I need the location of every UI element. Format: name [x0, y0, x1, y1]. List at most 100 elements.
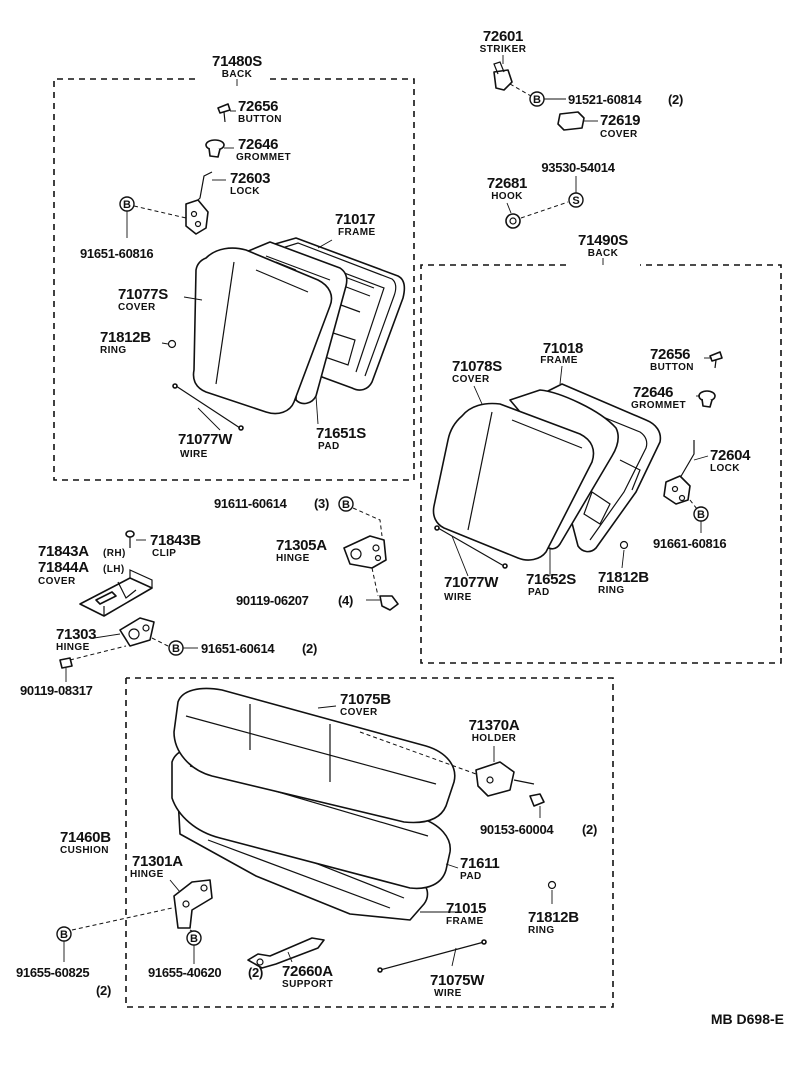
- label-90153-num: 90153-60004: [480, 822, 554, 837]
- left-back-cover: [192, 247, 333, 415]
- label-72603-name: LOCK: [230, 186, 260, 197]
- label-71077s-name: COVER: [118, 302, 156, 313]
- label-72646-l-num: 72646: [238, 136, 278, 153]
- bolt-91611-marker: B: [338, 496, 383, 537]
- label-71303-name: HINGE: [56, 642, 90, 653]
- label-71812b-c-name: RING: [528, 925, 555, 936]
- right-grommet: [698, 390, 716, 408]
- label-71075w-num: 71075W: [430, 972, 485, 989]
- label-72601-name: STRIKER: [480, 44, 527, 55]
- left-button: [217, 103, 231, 123]
- label-91651-60614-qty: (2): [302, 641, 317, 656]
- label-71017-num: 71017: [335, 211, 375, 228]
- label-90119-06207-num: 90119-06207: [236, 593, 309, 608]
- label-71844a-num: 71844A: [38, 559, 89, 576]
- label-71078s-name: COVER: [452, 374, 490, 385]
- label-93530: 93530-54014: [541, 160, 615, 175]
- label-72604-num: 72604: [710, 447, 751, 464]
- label-71075w-name: WIRE: [434, 988, 462, 999]
- cushion-support-part: [247, 937, 325, 969]
- label-71460b-num: 71460B: [60, 829, 111, 846]
- label-71301a-name: HINGE: [130, 869, 164, 880]
- label-91661: 91661-60816: [653, 536, 726, 551]
- label-71843a-num: 71843A: [38, 543, 89, 560]
- bolt-91651-60614-marker: B: [151, 637, 198, 656]
- cushion-wire: [377, 939, 487, 973]
- label-71843a-suffix: (RH): [103, 548, 126, 559]
- label-71077s-num: 71077S: [118, 286, 168, 303]
- label-72646-r-num: 72646: [633, 384, 673, 401]
- label-90119-08317: 90119-08317: [20, 683, 93, 698]
- label-72619-name: COVER: [600, 129, 638, 140]
- right-lock: [663, 440, 695, 505]
- label-72660a-name: SUPPORT: [282, 979, 333, 990]
- label-71460b-name: CUSHION: [60, 845, 109, 856]
- label-72656-r-num: 72656: [650, 346, 690, 363]
- bolt-91521-marker: B: [509, 83, 566, 107]
- label-71844a-name: COVER: [38, 576, 76, 587]
- right-back-cover: [432, 402, 595, 561]
- bolt-symbol: B: [533, 94, 541, 106]
- label-71018-num: 71018: [543, 340, 583, 357]
- left-wire: [172, 383, 244, 431]
- label-91655-60825-num: 91655-60825: [16, 965, 89, 980]
- label-71075b-name: COVER: [340, 707, 378, 718]
- label-72601-num: 72601: [483, 28, 523, 45]
- label-90153-qty: (2): [582, 822, 597, 837]
- label-72646-r-name: GROMMET: [631, 400, 686, 411]
- cushion-holder-part: [475, 746, 535, 797]
- label-71651s-name: PAD: [318, 441, 340, 452]
- cover-72619-part: [557, 111, 598, 131]
- label-91655-40620-num: 91655-40620: [148, 965, 221, 980]
- label-71018-name: FRAME: [540, 355, 578, 366]
- hinge-cover-part: [79, 569, 153, 617]
- label-71077w-l-num: 71077W: [178, 431, 233, 448]
- label-72660a-num: 72660A: [282, 963, 333, 980]
- label-91655-60825-qty: (2): [96, 983, 111, 998]
- label-71017-name: FRAME: [338, 227, 376, 238]
- label-91611-qty: (3): [314, 496, 329, 511]
- bolt-symbol: B: [172, 643, 180, 655]
- label-71812b-c-num: 71812B: [528, 909, 579, 926]
- bolt-91655-60825-marker: B: [56, 907, 173, 962]
- label-71812b-r-num: 71812B: [598, 569, 649, 586]
- label-71370a-name: HOLDER: [472, 733, 517, 744]
- cushion-cover: [173, 687, 456, 824]
- bolt-symbol: B: [123, 199, 131, 211]
- hinge-71305-part: [343, 535, 387, 569]
- group-box-left-back: [53, 78, 415, 481]
- left-ring: [167, 339, 177, 349]
- label-91651-60816: 91651-60816: [80, 246, 153, 261]
- label-71077w-r-num: 71077W: [444, 574, 499, 591]
- label-72604-name: LOCK: [710, 463, 740, 474]
- label-71651s-num: 71651S: [316, 425, 366, 442]
- bolt-symbol: B: [60, 929, 68, 941]
- label-71305a-name: HINGE: [276, 553, 310, 564]
- label-71844a-suffix: (LH): [103, 564, 125, 575]
- label-71480s-name: BACK: [222, 69, 253, 80]
- label-71303-num: 71303: [56, 626, 96, 643]
- cushion-holder-bolt: [529, 793, 545, 818]
- group-box-cushion: [125, 677, 614, 1008]
- label-91655-40620-qty: (2): [248, 965, 263, 980]
- left-lock: [185, 171, 213, 235]
- label-72619-num: 72619: [600, 112, 640, 129]
- label-91611-num: 91611-60614: [214, 496, 288, 511]
- right-leader-lines: [451, 357, 712, 577]
- right-ring: [619, 540, 629, 550]
- label-90119-06207-qty: (4): [338, 593, 353, 608]
- label-71301a-num: 71301A: [132, 853, 183, 870]
- drawing-code: MB D698-E: [711, 1011, 784, 1027]
- label-91651-60614-num: 91651-60614: [201, 641, 275, 656]
- bolt-91655-40620-marker: B: [186, 929, 202, 964]
- left-bolt-marker: B: [119, 196, 187, 238]
- label-71078s-num: 71078S: [452, 358, 502, 375]
- clip-part: [125, 530, 146, 548]
- hinge-71303-part: [93, 617, 155, 647]
- label-72603-num: 72603: [230, 170, 270, 187]
- label-71077w-r-name: WIRE: [444, 592, 472, 603]
- label-72646-l-name: GROMMET: [236, 152, 291, 163]
- label-71611-name: PAD: [460, 871, 482, 882]
- label-71652s-name: PAD: [528, 587, 550, 598]
